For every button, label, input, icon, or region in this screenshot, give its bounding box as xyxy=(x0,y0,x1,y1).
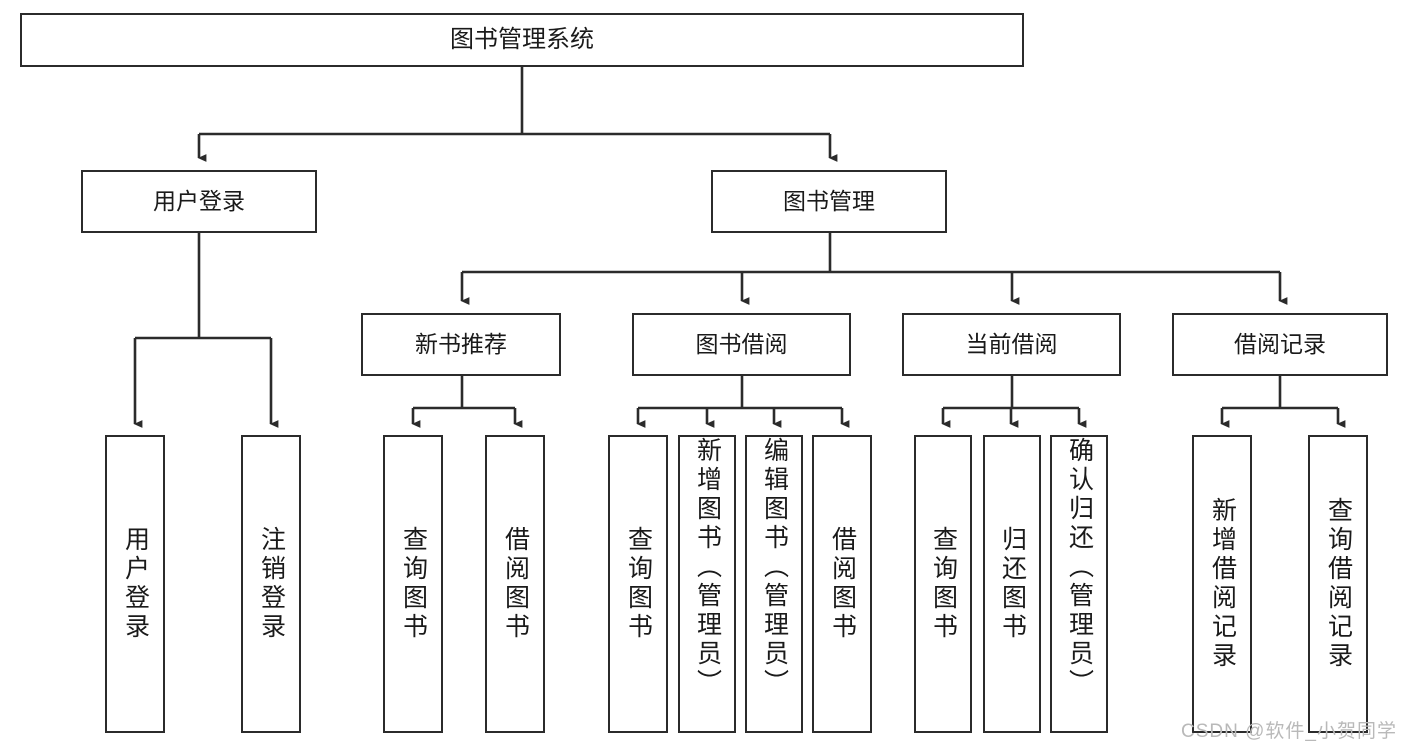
leaf-add-book[interactable]: 新增图书（管理员） xyxy=(678,435,736,733)
node-label: 查询图书 xyxy=(624,526,653,642)
node-label: 查询图书 xyxy=(399,526,428,642)
node-label: 新增图书（管理员） xyxy=(693,437,722,698)
node-label: 图书管理系统 xyxy=(450,26,594,53)
node-label: 当前借阅 xyxy=(965,331,1058,357)
node-book-management[interactable]: 图书管理 xyxy=(711,170,947,233)
leaf-logout-login[interactable]: 注销登录 xyxy=(241,435,301,733)
node-label: 借阅图书 xyxy=(828,526,857,642)
leaf-borrow-book-2[interactable]: 借阅图书 xyxy=(812,435,872,733)
leaf-query-book-3[interactable]: 查询图书 xyxy=(914,435,972,733)
node-label: 查询借阅记录 xyxy=(1324,497,1353,671)
node-label: 查询图书 xyxy=(929,526,958,642)
node-borrow-record[interactable]: 借阅记录 xyxy=(1172,313,1388,376)
node-label: 归还图书 xyxy=(998,526,1027,642)
node-book-borrow[interactable]: 图书借阅 xyxy=(632,313,851,376)
leaf-user-login[interactable]: 用户登录 xyxy=(105,435,165,733)
node-label: 图书借阅 xyxy=(695,331,788,357)
leaf-add-record[interactable]: 新增借阅记录 xyxy=(1192,435,1252,733)
node-user-login[interactable]: 用户登录 xyxy=(81,170,317,233)
node-label: 新书推荐 xyxy=(415,331,507,357)
leaf-query-record[interactable]: 查询借阅记录 xyxy=(1308,435,1368,733)
node-current-borrow[interactable]: 当前借阅 xyxy=(902,313,1121,376)
node-label: 确认归还（管理员） xyxy=(1065,437,1094,698)
node-label: 用户登录 xyxy=(153,188,245,214)
leaf-query-book-1[interactable]: 查询图书 xyxy=(383,435,443,733)
leaf-edit-book[interactable]: 编辑图书（管理员） xyxy=(745,435,803,733)
node-label: 图书管理 xyxy=(783,188,875,214)
leaf-borrow-book-1[interactable]: 借阅图书 xyxy=(485,435,545,733)
leaf-confirm-return[interactable]: 确认归还（管理员） xyxy=(1050,435,1108,733)
node-new-book-recommend[interactable]: 新书推荐 xyxy=(361,313,561,376)
leaf-return-book[interactable]: 归还图书 xyxy=(983,435,1041,733)
watermark-text: CSDN @软件_小贺同学 xyxy=(1181,721,1397,742)
node-label: 借阅图书 xyxy=(501,526,530,642)
node-root-book-management-system[interactable]: 图书管理系统 xyxy=(20,13,1024,67)
node-label: 注销登录 xyxy=(257,526,286,642)
node-label: 新增借阅记录 xyxy=(1208,497,1237,671)
leaf-query-book-2[interactable]: 查询图书 xyxy=(608,435,668,733)
node-label: 用户登录 xyxy=(121,526,150,642)
node-label: 借阅记录 xyxy=(1234,331,1326,357)
node-label: 编辑图书（管理员） xyxy=(760,437,789,698)
